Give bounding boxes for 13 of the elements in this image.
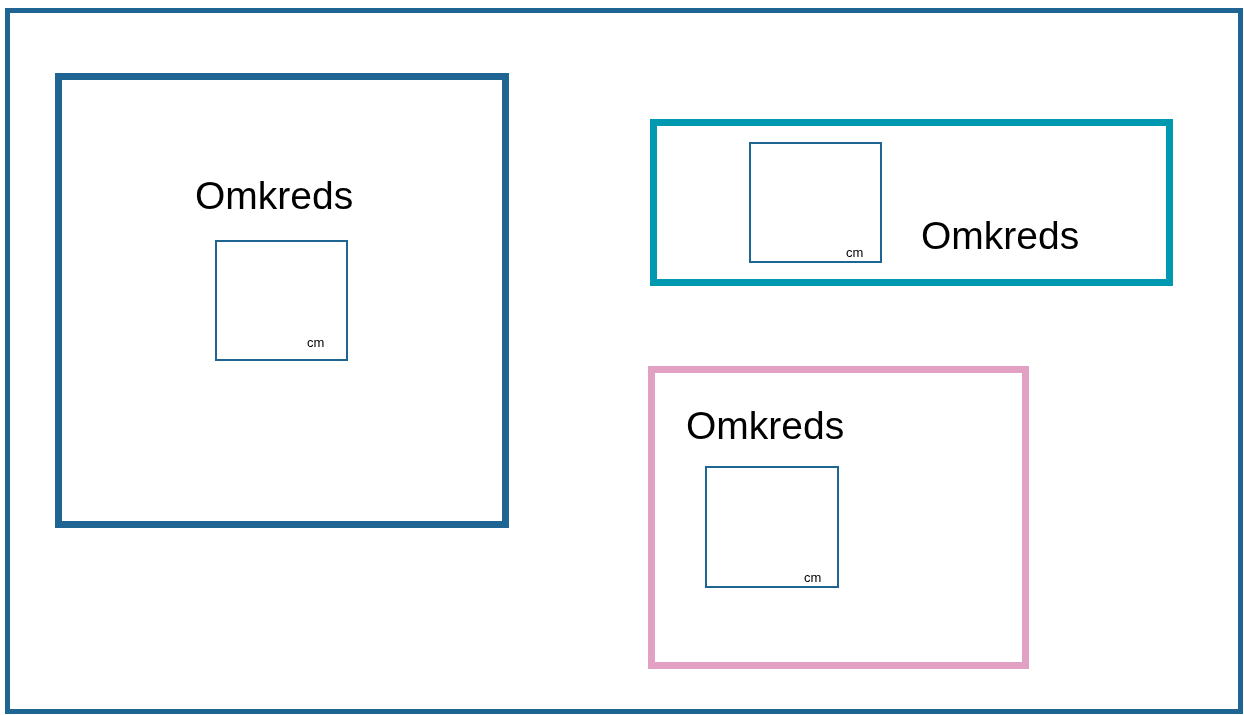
heading: Omkreds	[921, 216, 1080, 255]
outer-frame	[5, 8, 1243, 714]
unit-label: cm	[307, 336, 325, 349]
frame-box	[55, 73, 509, 528]
heading: Omkreds	[195, 176, 354, 215]
square-box	[749, 142, 882, 263]
unit-label: cm	[846, 246, 864, 259]
frame-box	[648, 366, 1029, 669]
square-box	[705, 466, 839, 588]
frame-box	[650, 119, 1173, 286]
unit-label: cm	[804, 571, 822, 584]
heading: Omkreds	[686, 406, 845, 445]
square-box	[215, 240, 348, 361]
